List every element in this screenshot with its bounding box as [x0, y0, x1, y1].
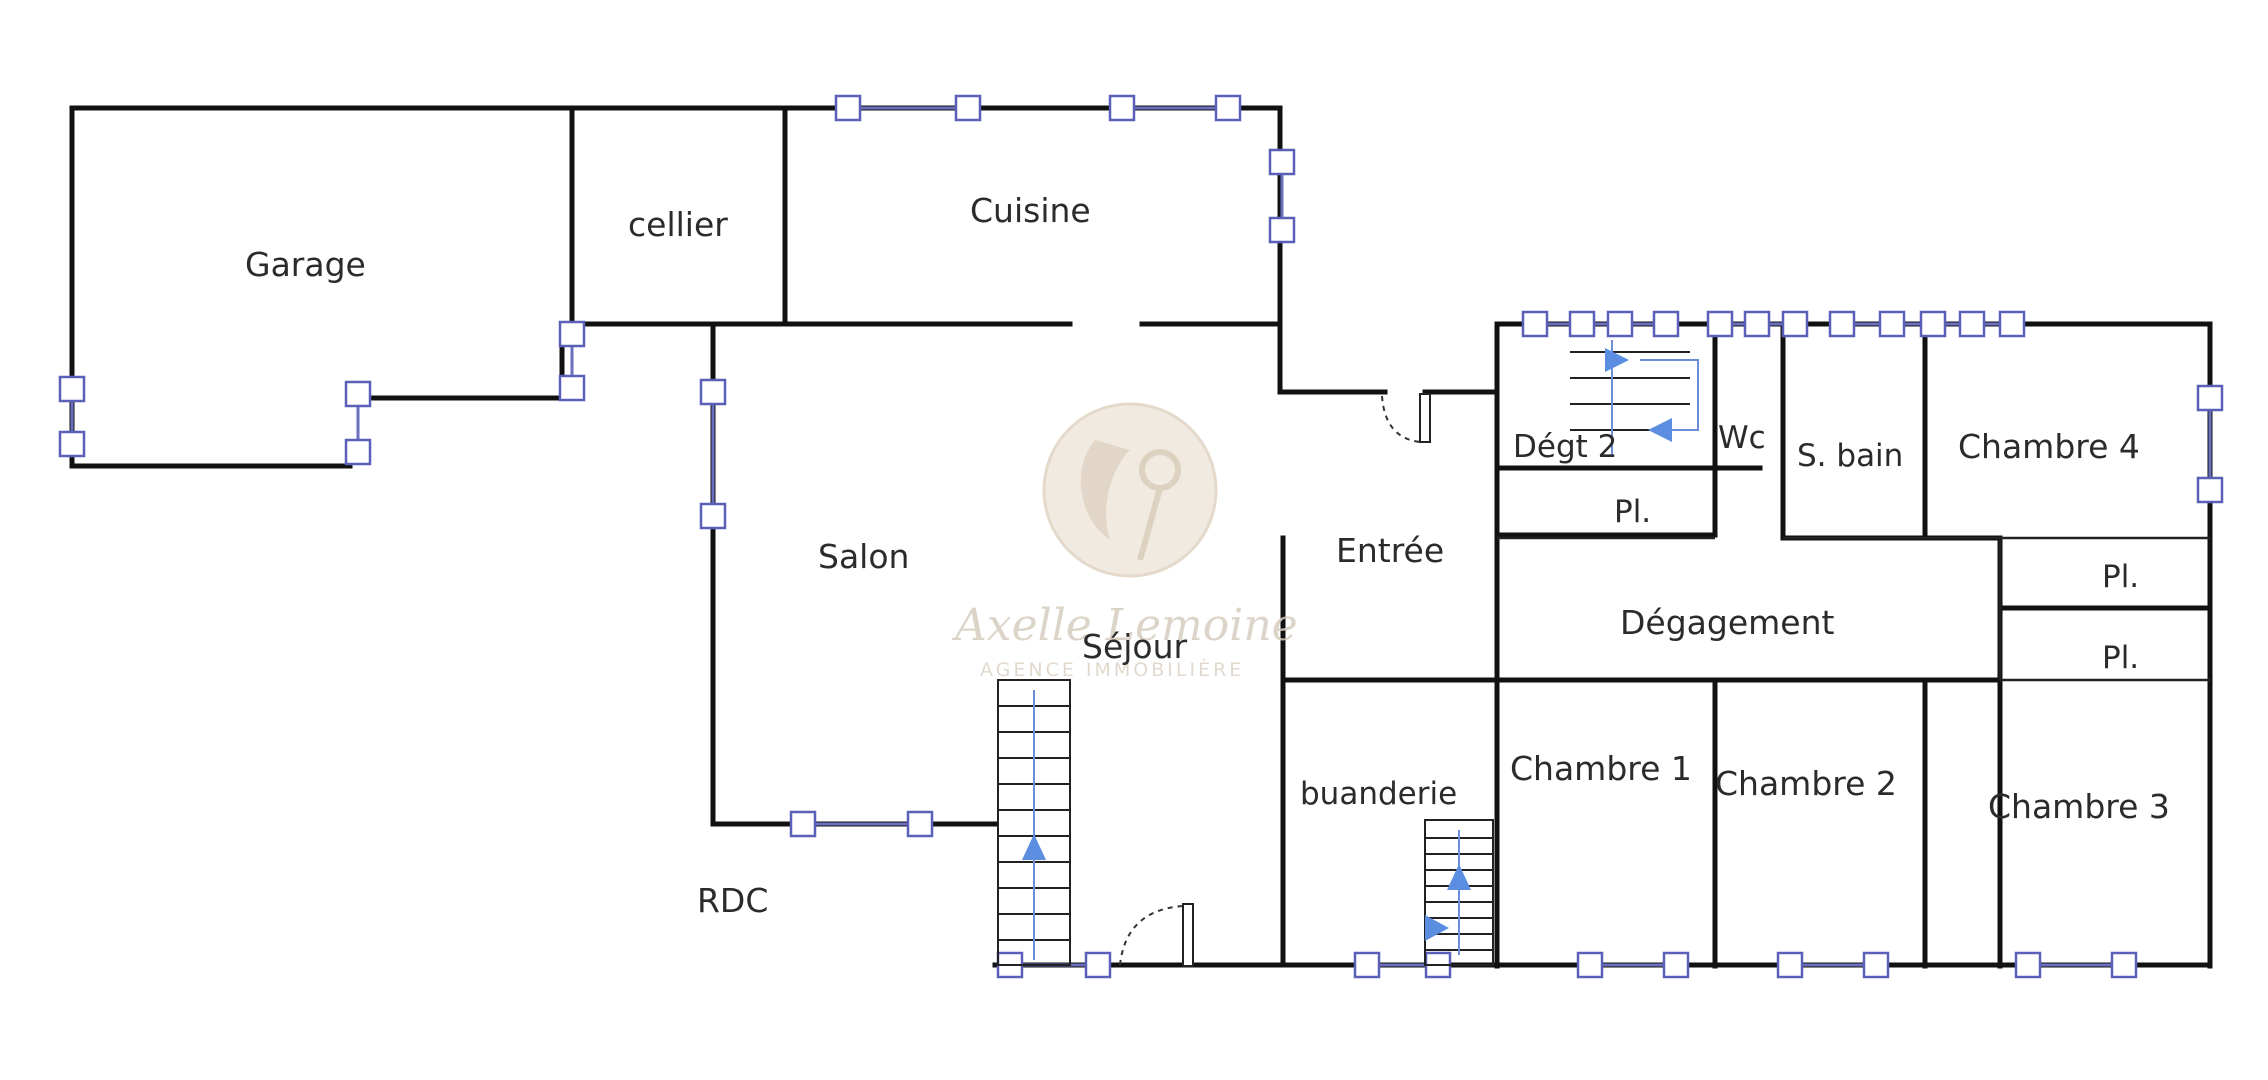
- window-marker: [1652, 310, 1680, 338]
- room-label-degt2: Dégt 2: [1513, 429, 1617, 465]
- window-marker: [58, 430, 86, 458]
- room-label-pl-1: Pl.: [1614, 494, 1651, 530]
- window-marker: [789, 810, 817, 838]
- room-label-chambre2: Chambre 2: [1715, 764, 1897, 803]
- window-marker: [558, 374, 586, 402]
- room-label-sbain: S. bain: [1797, 438, 1903, 474]
- room-label-chambre4: Chambre 4: [1958, 427, 2140, 466]
- doors: [1119, 393, 1431, 967]
- window-marker: [1998, 310, 2026, 338]
- window-marker: [699, 378, 727, 406]
- window-marker: [344, 380, 372, 408]
- window-marker: [1268, 216, 1296, 244]
- window-marker: [1084, 951, 1112, 979]
- room-label-degagement: Dégagement: [1620, 603, 1834, 642]
- window-marker: [2196, 384, 2224, 412]
- window-marker: [1662, 951, 1690, 979]
- window-marker: [1862, 951, 1890, 979]
- window-marker: [1743, 310, 1771, 338]
- room-label-chambre3: Chambre 3: [1988, 787, 2170, 826]
- window-marker: [58, 375, 86, 403]
- window-marker: [558, 320, 586, 348]
- window-marker: [954, 94, 982, 122]
- window-marker: [1776, 951, 1804, 979]
- staircase-buanderie: [1424, 819, 1494, 966]
- window-marker: [2110, 951, 2138, 979]
- window-marker: [2196, 476, 2224, 504]
- window-marker: [1214, 94, 1242, 122]
- window-marker: [1268, 148, 1296, 176]
- room-label-sejour: Séjour: [1082, 627, 1188, 666]
- window-marker: [1606, 310, 1634, 338]
- window-marker: [1568, 310, 1596, 338]
- window-marker: [2014, 951, 2042, 979]
- room-label-pl-2: Pl.: [2102, 559, 2139, 595]
- windows: [58, 94, 2224, 979]
- window-marker: [1958, 310, 1986, 338]
- watermark-subtitle: AGENCE IMMOBILIÈRE: [980, 658, 1244, 681]
- window-marker: [1576, 951, 1604, 979]
- room-label-wc: Wc: [1718, 420, 1766, 456]
- room-labels: Garage cellier Cuisine Salon Séjour Entr…: [245, 191, 2170, 920]
- room-label-garage: Garage: [245, 245, 366, 284]
- window-marker: [1919, 310, 1947, 338]
- window-marker: [1521, 310, 1549, 338]
- room-label-buanderie: buanderie: [1300, 776, 1457, 812]
- agency-watermark: Axelle Lemoine AGENCE IMMOBILIÈRE: [951, 402, 1298, 681]
- window-marker: [1781, 310, 1809, 338]
- staircase-main: [997, 679, 1071, 966]
- watermark-logo: [1042, 402, 1218, 578]
- window-marker: [344, 438, 372, 466]
- watermark-name: Axelle Lemoine: [951, 600, 1298, 651]
- room-label-salon: Salon: [818, 537, 909, 576]
- window-marker: [699, 502, 727, 530]
- room-label-chambre1: Chambre 1: [1510, 749, 1692, 788]
- window-marker: [1108, 94, 1136, 122]
- floor-label: RDC: [697, 881, 768, 920]
- window-marker: [1828, 310, 1856, 338]
- room-label-entree: Entrée: [1336, 531, 1444, 570]
- room-label-pl-3: Pl.: [2102, 640, 2139, 676]
- window-marker: [906, 810, 934, 838]
- room-label-cuisine: Cuisine: [970, 191, 1091, 230]
- window-marker: [1353, 951, 1381, 979]
- room-label-cellier: cellier: [628, 205, 728, 244]
- window-marker: [1706, 310, 1734, 338]
- window-marker: [834, 94, 862, 122]
- window-marker: [1878, 310, 1906, 338]
- staircase-degt: [1570, 340, 1699, 455]
